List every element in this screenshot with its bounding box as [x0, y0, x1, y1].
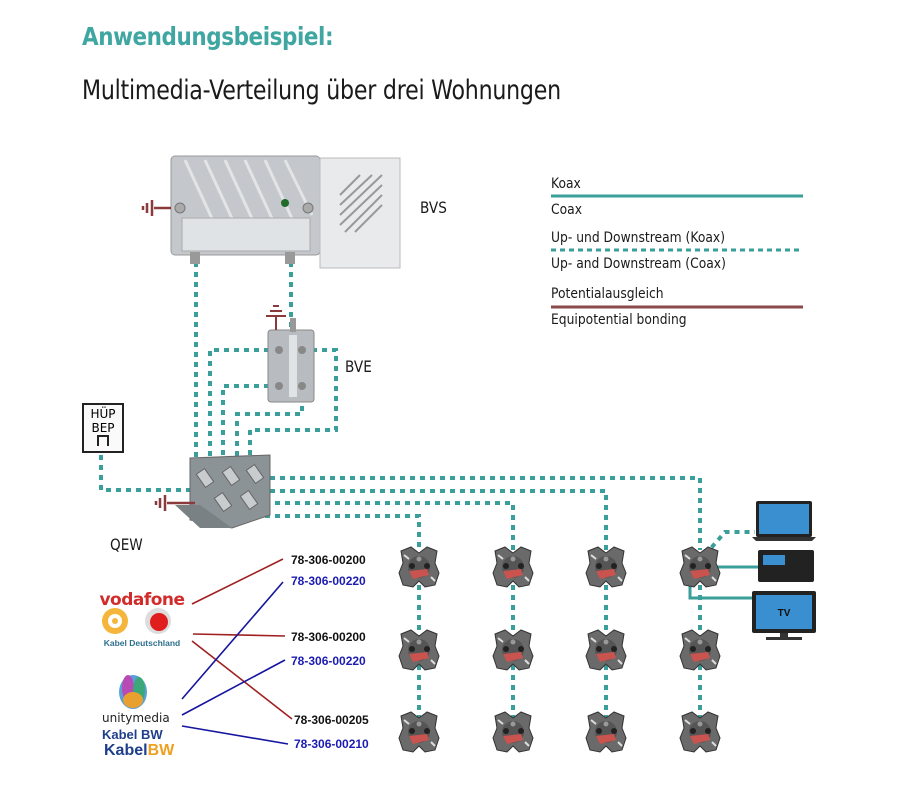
socket-r2-c3: [585, 629, 627, 671]
socket-r3-c4: [679, 711, 721, 753]
page-title: Anwendungsbeispiel:: [82, 22, 334, 51]
legend-coax-en: Coax: [551, 202, 582, 218]
radio-icon: [758, 550, 814, 582]
bvs-amplifier: [170, 155, 401, 269]
vodafone-logo-text: vodafone Kabel Deutschland: [97, 590, 187, 648]
article-number: 78-306-00200: [291, 553, 366, 567]
qew-label: QEW: [110, 535, 143, 554]
legend-coax-de: Koax: [551, 176, 581, 192]
kabelbw-logo-2: KabelBW: [104, 742, 174, 760]
legend-bonding-de: Potentialausgleich: [551, 286, 664, 302]
legend-updown-en: Up- and Downstream (Coax): [551, 256, 726, 272]
socket-r1-c1: [398, 546, 440, 588]
page-subtitle: Multimedia-Verteilung über drei Wohnunge…: [82, 75, 561, 106]
article-number: 78-306-00220: [291, 574, 366, 588]
vodafone-sub: Kabel Deutschland: [103, 638, 181, 648]
socket-r3-c3: [585, 711, 627, 753]
hup-label: HÜP: [90, 407, 116, 421]
article-number: 78-306-00220: [291, 654, 366, 668]
tv-icon: [752, 591, 816, 640]
socket-r3-c1: [398, 711, 440, 753]
dashed-coax-network: [99, 262, 755, 740]
tv-label: TV: [778, 608, 791, 619]
kabelbw-kabel: Kabel: [104, 742, 148, 759]
socket-r1-c4: [679, 546, 721, 588]
bep-label: BEP: [91, 421, 115, 435]
socket-r2-c1: [398, 629, 440, 671]
hup-bep-box: HÜP BEP: [82, 403, 124, 453]
article-number: 78-306-00200: [291, 630, 366, 644]
article-number: 78-306-00205: [294, 713, 369, 727]
unitymedia-name: unitymedia: [102, 711, 170, 725]
hup-terminal-icon: [97, 435, 109, 446]
socket-r3-c2: [492, 711, 534, 753]
socket-r2-c4: [679, 629, 721, 671]
bvs-ground-icon: [141, 198, 154, 218]
bve-label: BVE: [345, 357, 372, 376]
legend-updown-de: Up- und Downstream (Koax): [551, 230, 726, 246]
kabelbw-logo-1: Kabel BW: [102, 727, 163, 742]
socket-r1-c2: [492, 546, 534, 588]
unitymedia-logo: [119, 675, 147, 709]
qew-bracket: [175, 454, 271, 529]
bve-ground-icon: [266, 305, 286, 330]
qew-ground-icon: [154, 493, 167, 513]
bve-splitter: [267, 318, 315, 403]
laptop-icon: [752, 501, 816, 541]
bvs-label: BVS: [420, 198, 447, 217]
vodafone-logo: [102, 608, 171, 634]
vodafone-name: vodafone: [99, 590, 185, 610]
legend-bonding-en: Equipotential bonding: [551, 312, 687, 328]
kabelbw-bw: BW: [147, 742, 175, 759]
socket-r2-c2: [492, 629, 534, 671]
socket-r1-c3: [585, 546, 627, 588]
article-number: 78-306-00210: [294, 737, 369, 751]
provider-lines: [181, 558, 293, 745]
